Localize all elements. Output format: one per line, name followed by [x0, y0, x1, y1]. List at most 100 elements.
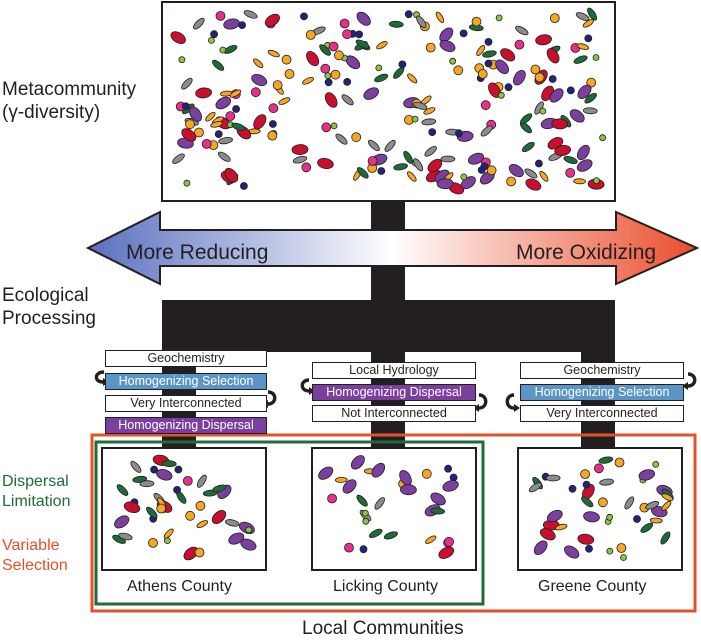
redox-gradient-arrow — [85, 210, 700, 286]
taxon-ellipse — [146, 506, 158, 519]
taxon-circle — [599, 134, 606, 142]
taxon-circle — [428, 128, 437, 137]
taxon-ellipse — [393, 163, 408, 171]
dispersal-label-line2: Limitation — [2, 493, 71, 510]
taxon-ellipse — [598, 456, 614, 464]
taxon-circle — [215, 10, 226, 21]
taxon-circle — [342, 29, 353, 40]
taxon-ellipse — [554, 523, 568, 531]
taxon-circle — [300, 12, 308, 21]
variable-selection-outline — [90, 433, 697, 613]
taxon-circle — [156, 503, 167, 514]
taxon-ellipse — [116, 484, 129, 496]
taxon-circle — [568, 484, 577, 493]
taxon-circle — [566, 86, 575, 95]
taxon-ellipse — [638, 469, 656, 481]
taxon-ellipse — [212, 59, 225, 71]
taxon-circle — [219, 46, 227, 54]
taxon-circle — [454, 129, 463, 138]
taxon-ellipse — [224, 519, 240, 527]
taxon-circle — [582, 480, 591, 489]
taxon-circle — [606, 513, 613, 521]
greene-geochemistry: Geochemistry — [520, 362, 684, 379]
taxon-circle — [351, 132, 362, 143]
taxon-ellipse — [224, 167, 239, 183]
greene-county-label: Greene County — [538, 578, 647, 595]
taxon-ellipse — [342, 479, 357, 494]
taxon-ellipse — [539, 170, 549, 182]
taxon-ellipse — [156, 469, 173, 481]
taxon-circle — [268, 120, 277, 128]
variable-label-line2: Selection — [2, 557, 68, 574]
licking-local-hydrology: Local Hydrology — [312, 362, 476, 379]
trunk-middle — [371, 262, 405, 300]
taxon-ellipse — [374, 497, 385, 510]
ecological-label-line1: Ecological — [2, 285, 89, 306]
taxon-ellipse — [212, 484, 227, 493]
taxon-circle — [548, 75, 557, 83]
dispersal-limitation-outline — [94, 440, 485, 606]
taxon-ellipse — [661, 493, 674, 502]
licking-homogenizing-dispersal: Homogenizing Dispersal — [312, 384, 476, 401]
taxon-circle — [652, 460, 660, 468]
taxon-ellipse — [661, 500, 672, 511]
taxon-ellipse — [291, 144, 309, 156]
taxon-circle — [174, 465, 183, 474]
athens-taxa — [112, 454, 257, 561]
taxon-circle — [444, 536, 455, 547]
taxon-ellipse — [508, 163, 524, 178]
taxon-circle — [480, 100, 491, 111]
taxon-ellipse — [355, 39, 370, 49]
taxon-ellipse — [439, 39, 456, 53]
taxon-circle — [324, 72, 332, 79]
taxon-circle — [320, 63, 331, 74]
taxon-circle — [173, 485, 182, 494]
taxon-ellipse — [577, 84, 592, 99]
taxon-ellipse — [306, 51, 320, 67]
taxon-circle — [535, 159, 543, 168]
greene-very-interconnected: Very Interconnected — [520, 405, 684, 422]
taxon-ellipse — [368, 528, 383, 539]
taxon-ellipse — [423, 107, 436, 115]
athens-very-interconnected: Very Interconnected — [105, 395, 267, 412]
taxon-circle — [404, 10, 413, 19]
taxon-circle — [194, 127, 204, 138]
taxon-ellipse — [421, 118, 437, 126]
taxon-ellipse — [573, 55, 588, 64]
taxon-ellipse — [205, 111, 216, 122]
taxon-circle — [330, 122, 338, 130]
taxon-ellipse — [374, 73, 389, 83]
taxon-ellipse — [482, 50, 497, 58]
taxon-circle — [616, 543, 627, 553]
taxon-ellipse — [430, 492, 446, 506]
taxon-ellipse — [413, 158, 424, 172]
taxon-circle — [150, 465, 159, 474]
taxon-circle — [239, 182, 248, 190]
taxon-circle — [497, 91, 505, 99]
dispersal-label-line1: Dispersal — [2, 473, 69, 490]
taxon-ellipse — [649, 517, 663, 524]
taxon-ellipse — [624, 496, 635, 510]
licking-right-arrow-icon — [478, 393, 488, 410]
taxon-ellipse — [251, 73, 268, 87]
taxon-circle — [232, 105, 241, 113]
taxon-ellipse — [114, 515, 130, 529]
taxon-circle — [444, 464, 453, 473]
taxon-ellipse — [640, 522, 654, 533]
taxon-circle — [185, 510, 196, 521]
taxon-ellipse — [217, 151, 231, 162]
athens-homogenizing-selection: Homogenizing Selection — [105, 373, 267, 390]
taxon-ellipse — [435, 11, 445, 24]
taxon-ellipse — [513, 70, 526, 86]
taxon-ellipse — [181, 77, 193, 90]
taxon-ellipse — [172, 153, 185, 164]
taxon-ellipse — [400, 484, 417, 496]
taxon-circle — [201, 138, 212, 149]
taxon-ellipse — [292, 155, 308, 164]
licking-not-interconnected: Not Interconnected — [312, 405, 476, 422]
taxon-circle — [185, 119, 195, 130]
taxon-circle — [565, 167, 576, 178]
ecological-label-line2: Processing — [2, 308, 96, 329]
taxon-circle — [471, 16, 482, 27]
taxon-ellipse — [240, 538, 257, 551]
